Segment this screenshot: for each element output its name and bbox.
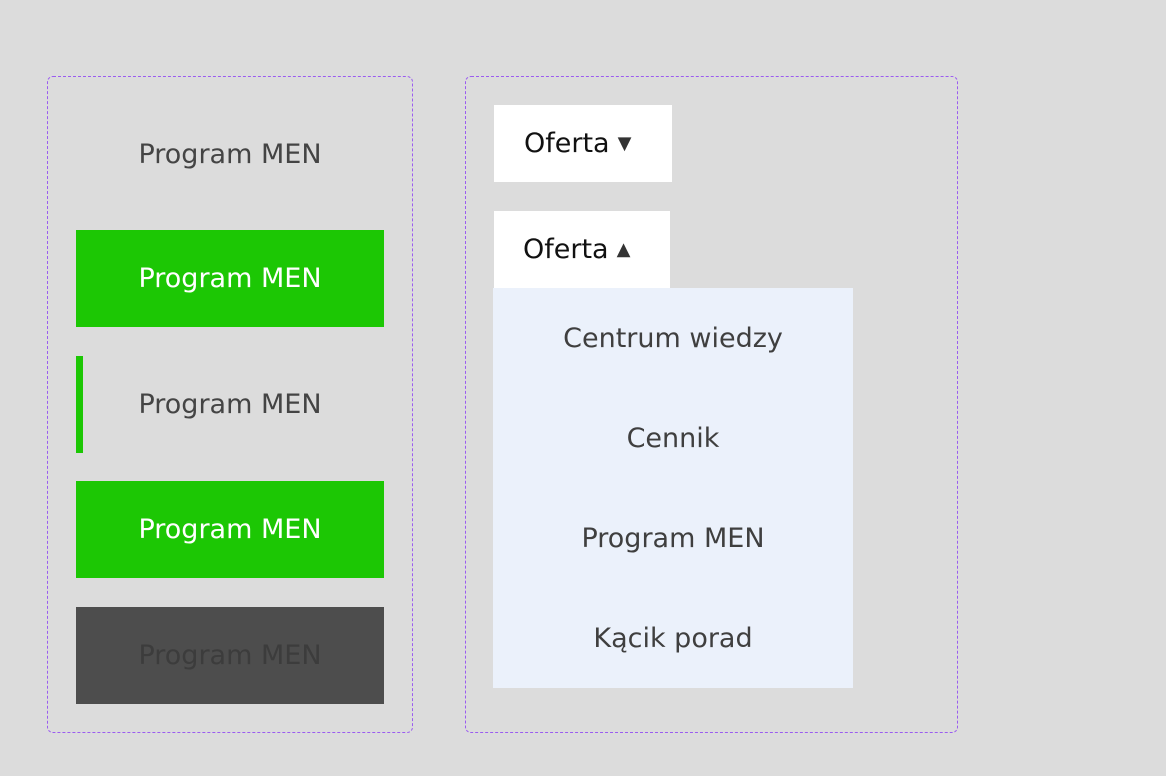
menu-item-label: Program MEN xyxy=(581,522,765,554)
nav-item-label: Program MEN xyxy=(138,514,322,545)
dropdown-toggle-open[interactable]: Oferta ▲ xyxy=(494,211,670,288)
menu-item-kacik-porad[interactable]: Kącik porad xyxy=(493,588,853,688)
dropdown-states-frame xyxy=(465,76,958,733)
dropdown-toggle-closed[interactable]: Oferta ▼ xyxy=(494,105,672,182)
nav-item-label: Program MEN xyxy=(138,263,322,294)
menu-item-centrum-wiedzy[interactable]: Centrum wiedzy xyxy=(493,288,853,388)
menu-item-label: Kącik porad xyxy=(593,622,753,654)
menu-item-label: Cennik xyxy=(626,422,720,454)
caret-down-icon: ▼ xyxy=(617,133,632,154)
nav-states-frame xyxy=(47,76,413,733)
dropdown-toggle-label: Oferta xyxy=(524,128,610,159)
menu-item-label: Centrum wiedzy xyxy=(563,322,783,354)
nav-item-label: Program MEN xyxy=(138,389,322,420)
nav-item-hover[interactable]: Program MEN xyxy=(76,230,384,327)
menu-item-cennik[interactable]: Cennik xyxy=(493,388,853,488)
nav-item-active[interactable]: Program MEN xyxy=(76,356,384,453)
caret-up-icon: ▲ xyxy=(616,239,631,260)
nav-item-disabled: Program MEN xyxy=(76,607,384,704)
dropdown-toggle-label: Oferta xyxy=(523,234,609,265)
nav-item-default[interactable]: Program MEN xyxy=(76,106,384,203)
nav-item-label: Program MEN xyxy=(138,139,322,170)
nav-item-pressed[interactable]: Program MEN xyxy=(76,481,384,578)
nav-item-label: Program MEN xyxy=(138,640,322,671)
dropdown-menu: Centrum wiedzy Cennik Program MEN Kącik … xyxy=(493,288,853,688)
menu-item-program-men[interactable]: Program MEN xyxy=(493,488,853,588)
